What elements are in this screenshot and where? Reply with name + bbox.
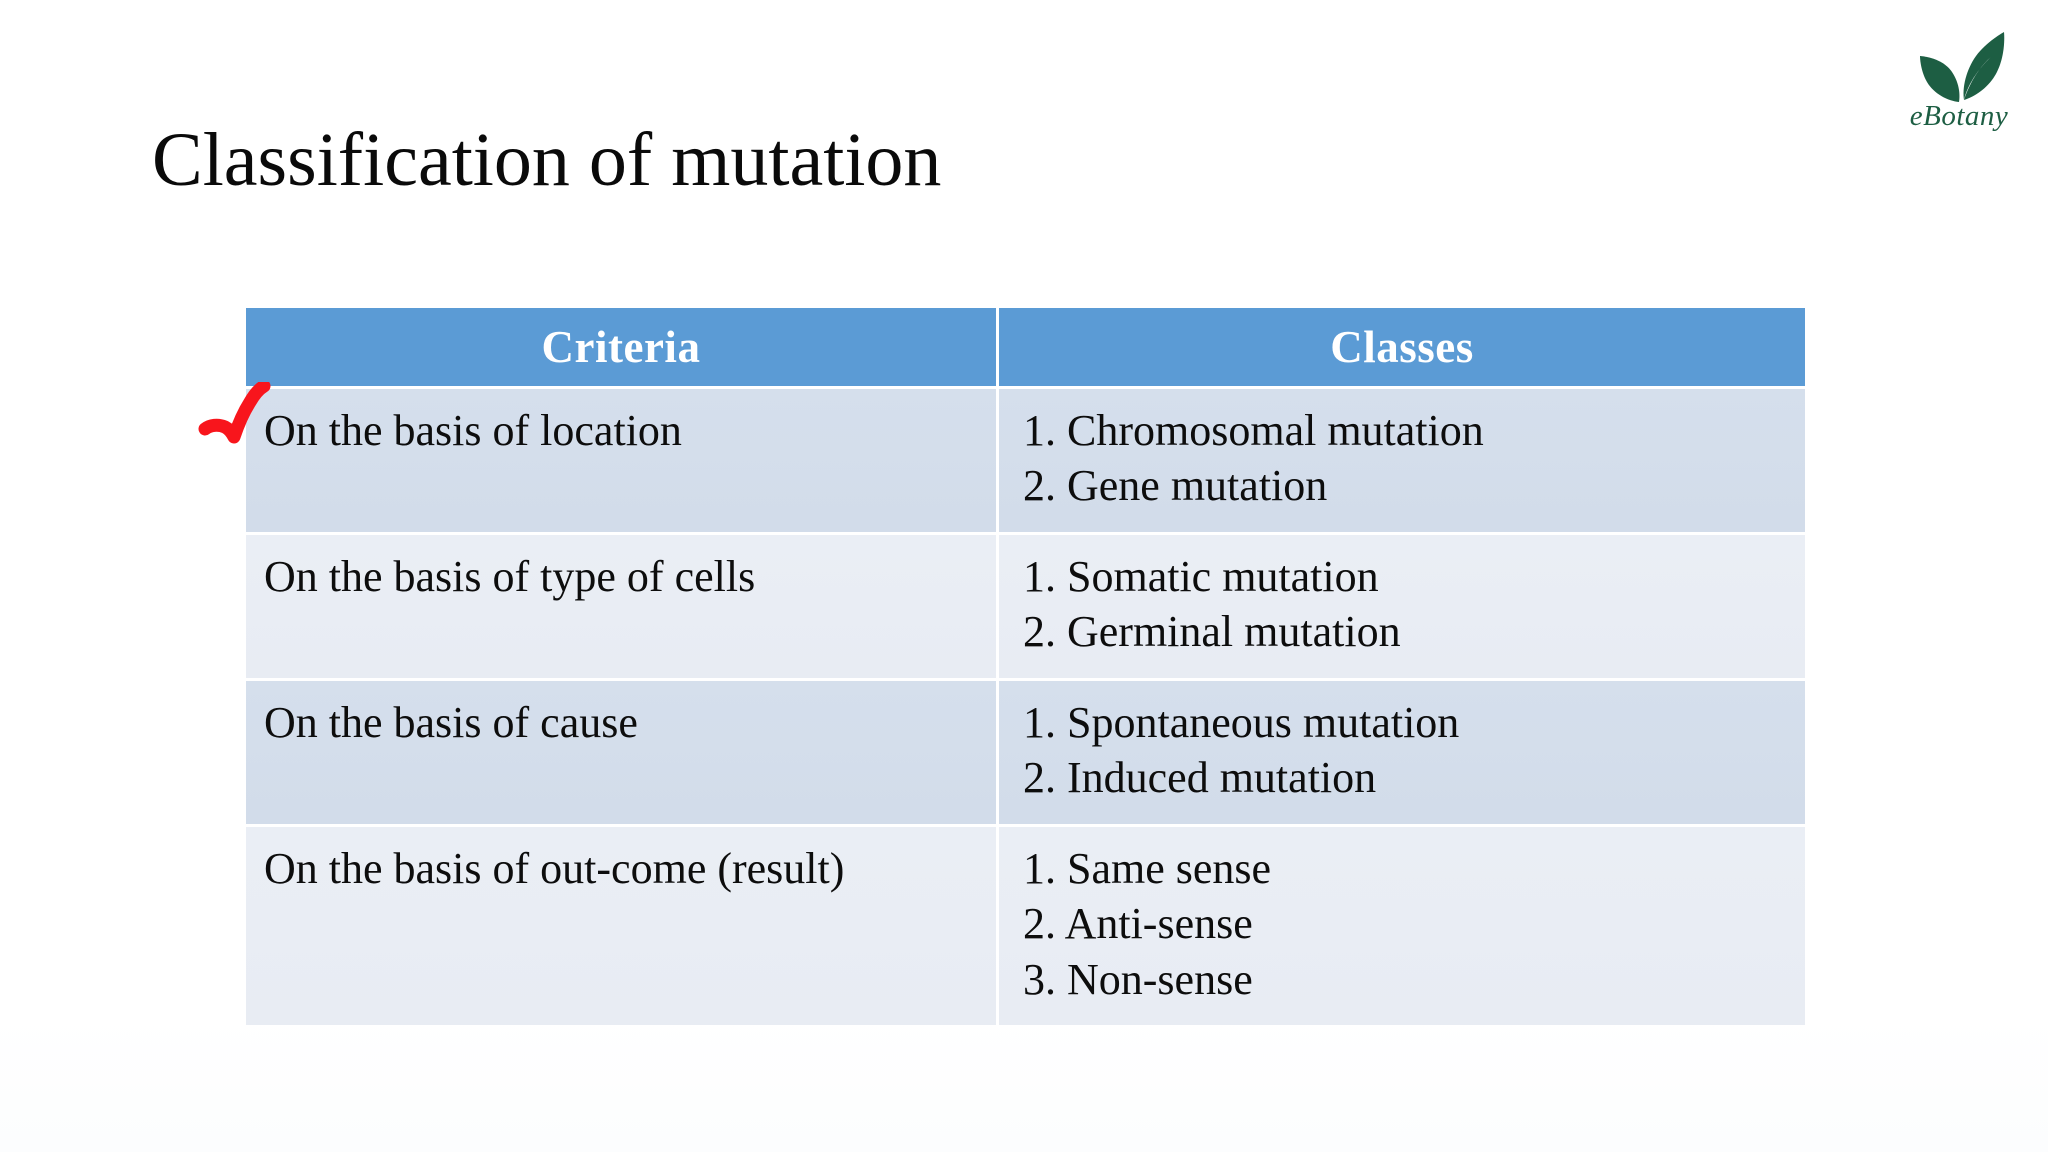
cell-criteria: On the basis of location xyxy=(246,389,996,532)
class-item: 2. Gene mutation xyxy=(1023,461,1328,511)
class-item: 2. Germinal mutation xyxy=(1023,607,1401,657)
class-item: 3. Non-sense xyxy=(1023,954,1253,1004)
class-item: 1. Spontaneous mutation xyxy=(1023,697,1460,747)
table-header-row: Criteria Classes xyxy=(246,308,1805,386)
cell-classes: 1. Somatic mutation 2. Germinal mutation xyxy=(999,534,1805,678)
table-row: On the basis of type of cells 1. Somatic… xyxy=(246,534,1805,678)
table-body: On the basis of location 1. Chromosomal … xyxy=(246,389,1805,1025)
classification-table-wrapper: Criteria Classes On the basis of locatio… xyxy=(243,305,1805,1028)
cell-classes: 1. Spontaneous mutation 2. Induced mutat… xyxy=(999,680,1805,824)
cell-classes: 1. Chromosomal mutation 2. Gene mutation xyxy=(999,389,1805,532)
table-row: On the basis of cause 1. Spontaneous mut… xyxy=(246,680,1805,824)
class-item: 2. Induced mutation xyxy=(1023,753,1377,803)
logo-wordmark: eBotany xyxy=(1909,100,2009,132)
class-item: 1. Same sense xyxy=(1023,843,1272,893)
cell-criteria: On the basis of cause xyxy=(246,680,996,824)
column-header-criteria: Criteria xyxy=(246,308,996,386)
cell-criteria: On the basis of type of cells xyxy=(246,534,996,678)
table-row: On the basis of location 1. Chromosomal … xyxy=(246,389,1805,532)
class-item: 1. Somatic mutation xyxy=(1023,551,1379,601)
cell-classes: 1. Same sense 2. Anti-sense 3. Non-sense xyxy=(999,826,1805,1025)
table-row: On the basis of out-come (result) 1. Sam… xyxy=(246,826,1805,1025)
leaf-icon xyxy=(1920,32,2005,102)
ebotany-logo: eBotany xyxy=(1884,30,2034,142)
column-header-classes: Classes xyxy=(999,308,1805,386)
page-title: Classification of mutation xyxy=(152,118,942,202)
class-item: 1. Chromosomal mutation xyxy=(1023,406,1484,455)
table-header: Criteria Classes xyxy=(246,308,1805,386)
cell-criteria: On the basis of out-come (result) xyxy=(246,826,996,1025)
classification-table: Criteria Classes On the basis of locatio… xyxy=(243,305,1808,1028)
class-item: 2. Anti-sense xyxy=(1023,899,1253,949)
